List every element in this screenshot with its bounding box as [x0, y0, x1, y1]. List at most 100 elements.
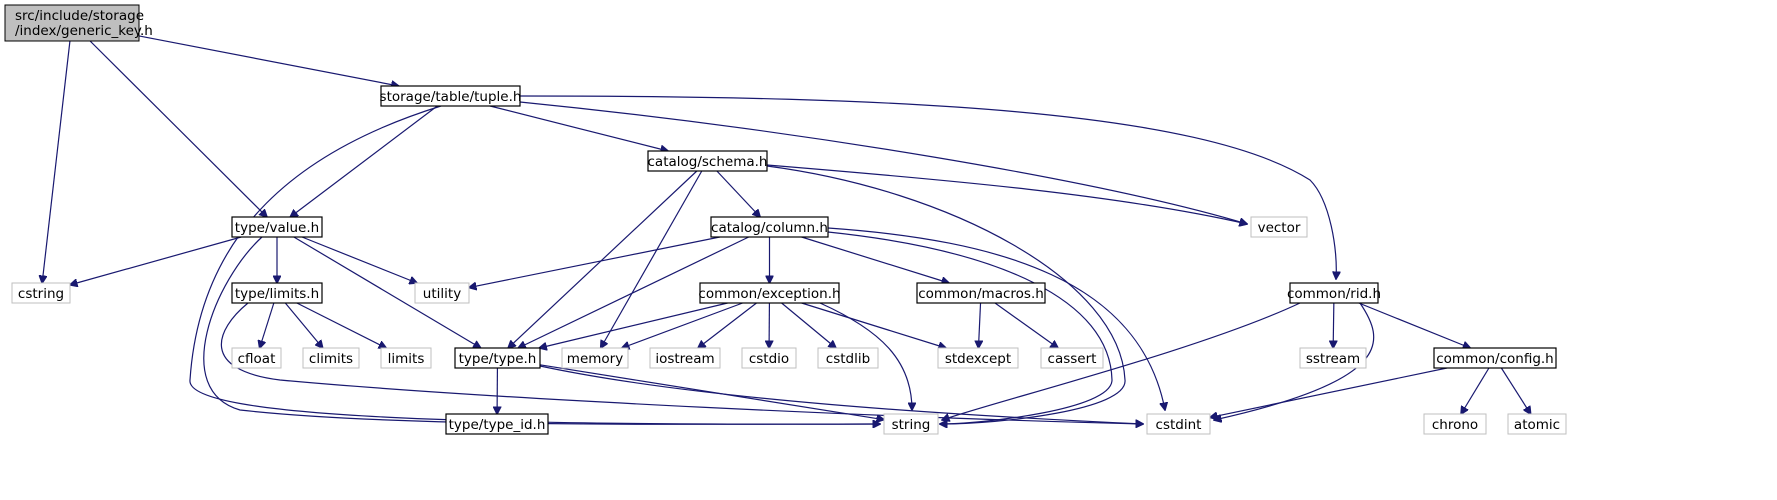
- node-cstdlib: cstdlib: [817, 347, 879, 369]
- edge-limits_h-to-climits: [284, 302, 322, 348]
- node-type-id[interactable]: type/type_id.h: [445, 413, 549, 435]
- edge-tuple-to-rid: [519, 95, 1336, 279]
- edge-config-to-chrono: [1461, 367, 1490, 414]
- edge-exception-to-type_h: [539, 302, 728, 348]
- node-label: common/exception.h: [698, 286, 840, 302]
- edge-schema-to-memory: [601, 170, 703, 348]
- node-label: cfloat: [238, 351, 276, 367]
- node-label: chrono: [1432, 417, 1478, 433]
- node-box: [649, 347, 721, 369]
- edge-macros-to-cassert: [994, 302, 1058, 348]
- node-box: [445, 413, 549, 435]
- edge-tuple-to-vector: [519, 101, 1247, 224]
- edge-generic_key-to-value: [89, 40, 267, 217]
- node-exception[interactable]: common/exception.h: [698, 282, 841, 304]
- nodes-layer: src/include/storage /index/generic_key.h…: [4, 4, 1567, 435]
- node-label: common/config.h: [1436, 351, 1554, 367]
- edge-exception-to-iostream: [698, 302, 757, 348]
- edge-exception-to-stdexcept: [801, 302, 946, 348]
- edge-value-to-utility: [301, 236, 417, 283]
- edge-generic_key-to-cstring: [42, 40, 71, 283]
- node-vector: vector: [1250, 216, 1308, 238]
- node-label: cstdio: [749, 351, 789, 367]
- node-limits-h[interactable]: type/limits.h: [231, 282, 323, 304]
- node-label: type/type_id.h: [449, 417, 546, 433]
- edge-limits_h-to-cfloat: [260, 302, 275, 348]
- edge-schema-to-type_h: [508, 170, 698, 348]
- node-label: cstdint: [1156, 417, 1202, 433]
- node-box: [1299, 347, 1367, 369]
- node-label: type/limits.h: [235, 286, 319, 302]
- node-utility: utility: [414, 282, 470, 304]
- node-box: [817, 347, 879, 369]
- node-box: [302, 347, 360, 369]
- edge-type_h-to-cstdint: [539, 365, 1143, 424]
- node-label: vector: [1258, 220, 1301, 236]
- node-box: [231, 216, 323, 238]
- node-column[interactable]: catalog/column.h: [710, 216, 829, 238]
- node-label: limits: [388, 351, 425, 367]
- node-box: [414, 282, 470, 304]
- edge-schema-to-vector: [766, 164, 1247, 224]
- node-label: stdexcept: [945, 351, 1011, 367]
- node-label: type/type.h: [459, 351, 537, 367]
- edge-rid-to-config: [1358, 302, 1470, 348]
- node-box: [741, 347, 797, 369]
- node-value[interactable]: type/value.h: [231, 216, 323, 238]
- node-box: [561, 347, 629, 369]
- node-box: [11, 282, 71, 304]
- edge-config-to-cstdint: [1210, 367, 1448, 417]
- node-box: [1289, 282, 1379, 304]
- node-box: [1423, 413, 1487, 435]
- node-label: sstream: [1306, 351, 1360, 367]
- edge-schema-to-string: [766, 165, 1126, 424]
- edge-config-to-atomic: [1500, 367, 1530, 414]
- node-label: utility: [423, 286, 461, 302]
- node-atomic: atomic: [1507, 413, 1567, 435]
- edge-exception-to-string: [819, 302, 912, 410]
- node-cstring: cstring: [11, 282, 71, 304]
- node-label: climits: [309, 351, 353, 367]
- node-label: storage/table/tuple.h: [380, 89, 522, 105]
- node-box: [937, 347, 1019, 369]
- node-box: [231, 282, 323, 304]
- node-label: atomic: [1514, 417, 1560, 433]
- edge-column-to-utility: [469, 236, 720, 288]
- node-box: [699, 282, 840, 304]
- edge-rid-to-sstream: [1333, 302, 1334, 348]
- node-schema[interactable]: catalog/schema.h: [647, 150, 768, 172]
- node-box: [1040, 347, 1104, 369]
- node-generic-key[interactable]: src/include/storage /index/generic_key.h: [4, 4, 153, 42]
- node-cstdint: cstdint: [1146, 413, 1211, 435]
- edge-tuple-to-schema: [489, 105, 668, 151]
- edge-rid-to-string: [942, 302, 1301, 420]
- node-label: cassert: [1048, 351, 1097, 367]
- node-box: [883, 413, 939, 435]
- edge-generic_key-to-tuple: [138, 35, 399, 86]
- node-label: iostream: [655, 351, 714, 367]
- edge-tuple-to-string: [189, 105, 880, 424]
- node-chrono: chrono: [1423, 413, 1487, 435]
- node-type-h[interactable]: type/type.h: [454, 347, 541, 369]
- node-label: cstdlib: [826, 351, 870, 367]
- edge-value-to-type_h: [293, 236, 481, 348]
- node-box: [647, 150, 768, 172]
- node-tuple[interactable]: storage/table/tuple.h: [380, 85, 522, 107]
- node-label: cstring: [18, 286, 64, 302]
- node-box: [380, 347, 432, 369]
- node-box: [1146, 413, 1211, 435]
- edge-column-to-macros: [801, 236, 949, 283]
- node-config[interactable]: common/config.h: [1433, 347, 1557, 369]
- edge-exception-to-memory: [622, 302, 743, 348]
- edge-column-to-type_h: [518, 236, 749, 348]
- node-memory: memory: [561, 347, 629, 369]
- node-box: [1507, 413, 1567, 435]
- node-stdexcept: stdexcept: [937, 347, 1019, 369]
- node-box: [1433, 347, 1557, 369]
- node-macros[interactable]: common/macros.h: [916, 282, 1046, 304]
- node-rid[interactable]: common/rid.h: [1287, 282, 1381, 304]
- edge-exception-to-cstdlib: [781, 302, 836, 348]
- node-iostream: iostream: [649, 347, 721, 369]
- node-box: [231, 347, 282, 369]
